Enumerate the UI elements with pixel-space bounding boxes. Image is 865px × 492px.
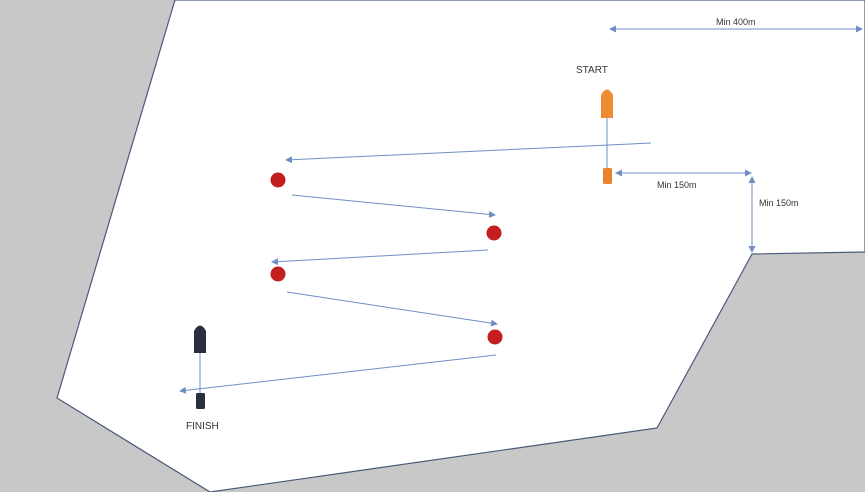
start-label: START (576, 65, 608, 76)
course-leg-3 (271, 249, 489, 266)
course-mark-1 (270, 172, 286, 188)
course-mark-2 (486, 225, 502, 241)
course-mark-3 (270, 266, 286, 282)
finish-label: FINISH (186, 421, 219, 432)
course-leg-2 (291, 194, 496, 218)
course-leg-4 (286, 291, 498, 327)
water-area (56, 0, 865, 492)
start-boat-icon (601, 89, 613, 118)
course-leg-5 (179, 354, 497, 394)
finish-boat-icon (194, 325, 206, 353)
start-pin-buoy-icon (603, 168, 612, 184)
course-leg-1 (285, 142, 652, 164)
finish-pin-buoy-icon (196, 393, 205, 409)
min-400m-label: Min 400m (716, 17, 756, 27)
min-150m-horizontal-label: Min 150m (657, 180, 697, 190)
min-150m-vertical-label: Min 150m (759, 198, 799, 208)
course-mark-4 (487, 329, 503, 345)
